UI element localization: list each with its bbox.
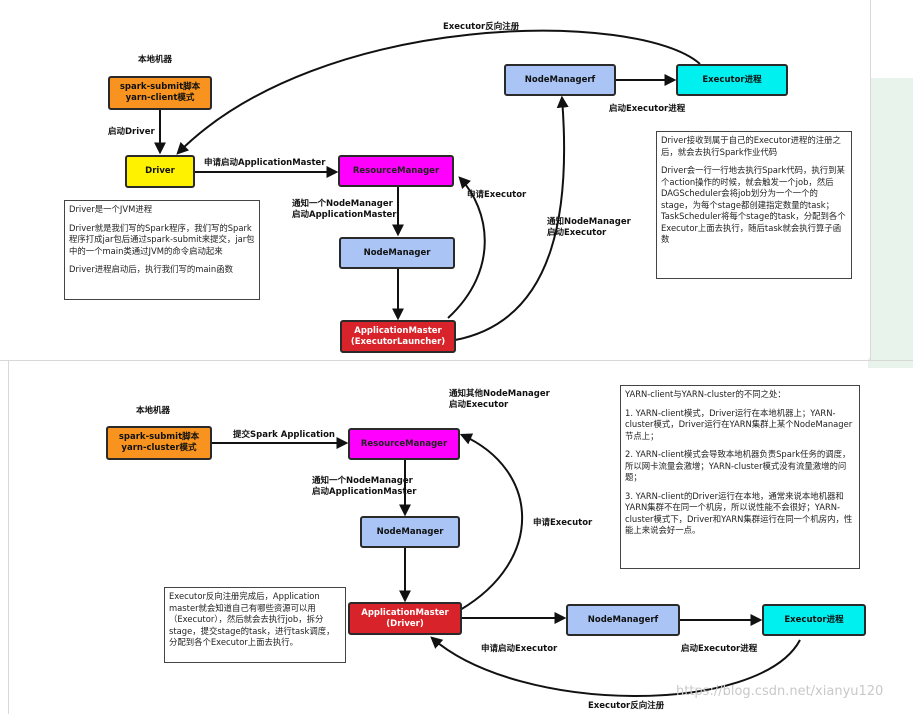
top-executor-box: Executor进程: [676, 64, 788, 96]
bottom-start-executor-label: 启动Executor进程: [681, 644, 758, 654]
bottom-local-machine-label: 本地机器: [136, 406, 171, 416]
bottom-executor-box: Executor进程: [762, 604, 866, 636]
top-note-left-p1: Driver是一个JVM进程: [69, 204, 153, 214]
top-notify-nm-line1: 通知一个NodeManager: [292, 199, 393, 209]
bottom-executor-label: Executor进程: [784, 614, 844, 625]
bottom-note-right-p1: YARN-client与YARN-cluster的不同之处：: [625, 389, 786, 399]
top-app-master-box: ApplicationMaster (ExecutorLauncher): [340, 320, 456, 353]
arrow-b-am-to-rm: [459, 433, 523, 611]
top-app-master-line2: (ExecutorLauncher): [350, 336, 446, 347]
top-caption: Executor反向注册: [443, 22, 520, 32]
bottom-node-manager-label: NodeManager: [376, 526, 444, 537]
top-node-manager-f-box: NodeManagerf: [504, 64, 616, 96]
top-note-left: Driver是一个JVM进程 Driver就是我们写的Spark程序，我们写的S…: [64, 200, 260, 300]
top-driver-label: Driver: [145, 166, 175, 176]
bottom-submit-app-label: 提交Spark Application: [233, 430, 335, 440]
bottom-note-right-p2: 1. YARN-client模式，Driver运行在本地机器上；YARN-clu…: [625, 407, 853, 441]
top-spark-submit-line2: yarn-client模式: [125, 93, 195, 103]
bottom-app-master-line2: (Driver): [386, 618, 424, 629]
bottom-note-right-p3: 2. YARN-client模式会导致本地机器负责Spark任务的调度，所以网卡…: [625, 449, 851, 482]
top-note-right: Driver接收到属于自己的Executor进程的注册之后，就会去执行Spark…: [656, 131, 852, 279]
top-note-left-p2: Driver就是我们写的Spark程序，我们写的Spark程序打成jar包后通过…: [69, 222, 255, 256]
bottom-note-right-p4: 3. YARN-client的Driver运行在本地，通常来说本地机器和YARN…: [625, 490, 853, 536]
top-notify-nm-label: 通知一个NodeManager 启动ApplicationMaster: [292, 199, 397, 221]
bottom-notify-nm-line2: 启动ApplicationMaster: [312, 487, 417, 497]
bottom-spark-submit-box: spark-submit脚本 yarn-cluster模式: [106, 426, 212, 460]
arrow-am-to-rm: [447, 176, 486, 319]
arrow-executor-register: [176, 29, 701, 155]
top-node-manager-f-label: NodeManagerf: [524, 74, 596, 85]
top-apply-executor-label: 申请Executor: [467, 190, 527, 200]
top-spark-submit-line1: spark-submit脚本: [119, 82, 201, 92]
bottom-note-left-text: Executor反向注册完成后，Application master就会知道自己…: [169, 591, 335, 647]
top-start-driver-label: 启动Driver: [108, 127, 155, 137]
top-notify-nm2-line2: 启动Executor: [547, 228, 607, 238]
bottom-node-manager-f-box: NodeManagerf: [566, 604, 680, 636]
bottom-node-manager-box: NodeManager: [360, 516, 460, 548]
top-driver-box: Driver: [125, 155, 195, 188]
top-note-right-p1: Driver接收到属于自己的Executor进程的注册之后，就会去执行Spark…: [661, 135, 841, 157]
panel-divider: [0, 360, 913, 361]
top-resource-manager-label: ResourceManager: [352, 165, 440, 176]
bottom-spark-submit-line2: yarn-cluster模式: [121, 443, 197, 453]
bottom-apply-executor-label: 申请Executor: [533, 518, 593, 528]
bottom-notify-nm-line1: 通知一个NodeManager: [312, 476, 413, 486]
top-node-manager-label: NodeManager: [363, 247, 431, 258]
bottom-resource-manager-box: ResourceManager: [348, 428, 460, 460]
top-start-executor-label: 启动Executor进程: [609, 104, 686, 114]
top-notify-nm-line2: 启动ApplicationMaster: [292, 210, 397, 220]
bottom-notify-others-label: 通知其他NodeManager 启动Executor: [449, 389, 550, 411]
top-spark-submit-box: spark-submit脚本 yarn-client模式: [108, 76, 212, 110]
top-notify-nm2-label: 通知NodeManager 启动Executor: [547, 217, 631, 239]
bottom-notify-others-line1: 通知其他NodeManager: [449, 389, 550, 399]
bottom-panel-edge: [8, 361, 9, 714]
top-executor-label: Executor进程: [702, 74, 762, 85]
top-resource-manager-box: ResourceManager: [338, 155, 454, 187]
top-notify-nm2-line1: 通知NodeManager: [547, 217, 631, 227]
bottom-spark-submit-line1: spark-submit脚本: [118, 432, 200, 442]
top-note-right-p2: Driver会一行一行地去执行Spark代码，执行到某个action操作的时候，…: [661, 165, 846, 244]
arrow-b-executor-register: [430, 636, 801, 697]
bottom-app-master-line1: ApplicationMaster: [361, 607, 449, 618]
bottom-note-right: YARN-client与YARN-cluster的不同之处： 1. YARN-c…: [620, 385, 860, 569]
watermark: https://blog.csdn.net/xianyu120: [676, 684, 884, 699]
arrow-am-to-nmf: [454, 95, 569, 341]
bottom-node-manager-f-label: NodeManagerf: [587, 614, 659, 625]
top-apply-am-label: 申请启动ApplicationMaster: [204, 158, 326, 168]
bottom-resource-manager-label: ResourceManager: [360, 438, 448, 449]
bottom-app-master-box: ApplicationMaster (Driver): [348, 602, 462, 635]
bottom-notify-nm-label: 通知一个NodeManager 启动ApplicationMaster: [312, 476, 417, 498]
bottom-note-left: Executor反向注册完成后，Application master就会知道自己…: [164, 587, 346, 663]
bottom-notify-others-line2: 启动Executor: [449, 400, 509, 410]
top-panel-edge: [870, 0, 871, 360]
top-node-manager-box: NodeManager: [339, 237, 455, 269]
bottom-apply-start-executor-label: 申请启动Executor: [481, 644, 558, 654]
top-app-master-line1: ApplicationMaster: [354, 325, 442, 336]
top-local-machine-label: 本地机器: [138, 55, 173, 65]
side-tint: [868, 78, 913, 368]
top-note-left-p3: Driver进程启动后，执行我们写的main函数: [69, 264, 233, 274]
bottom-caption: Executor反向注册: [588, 701, 665, 711]
